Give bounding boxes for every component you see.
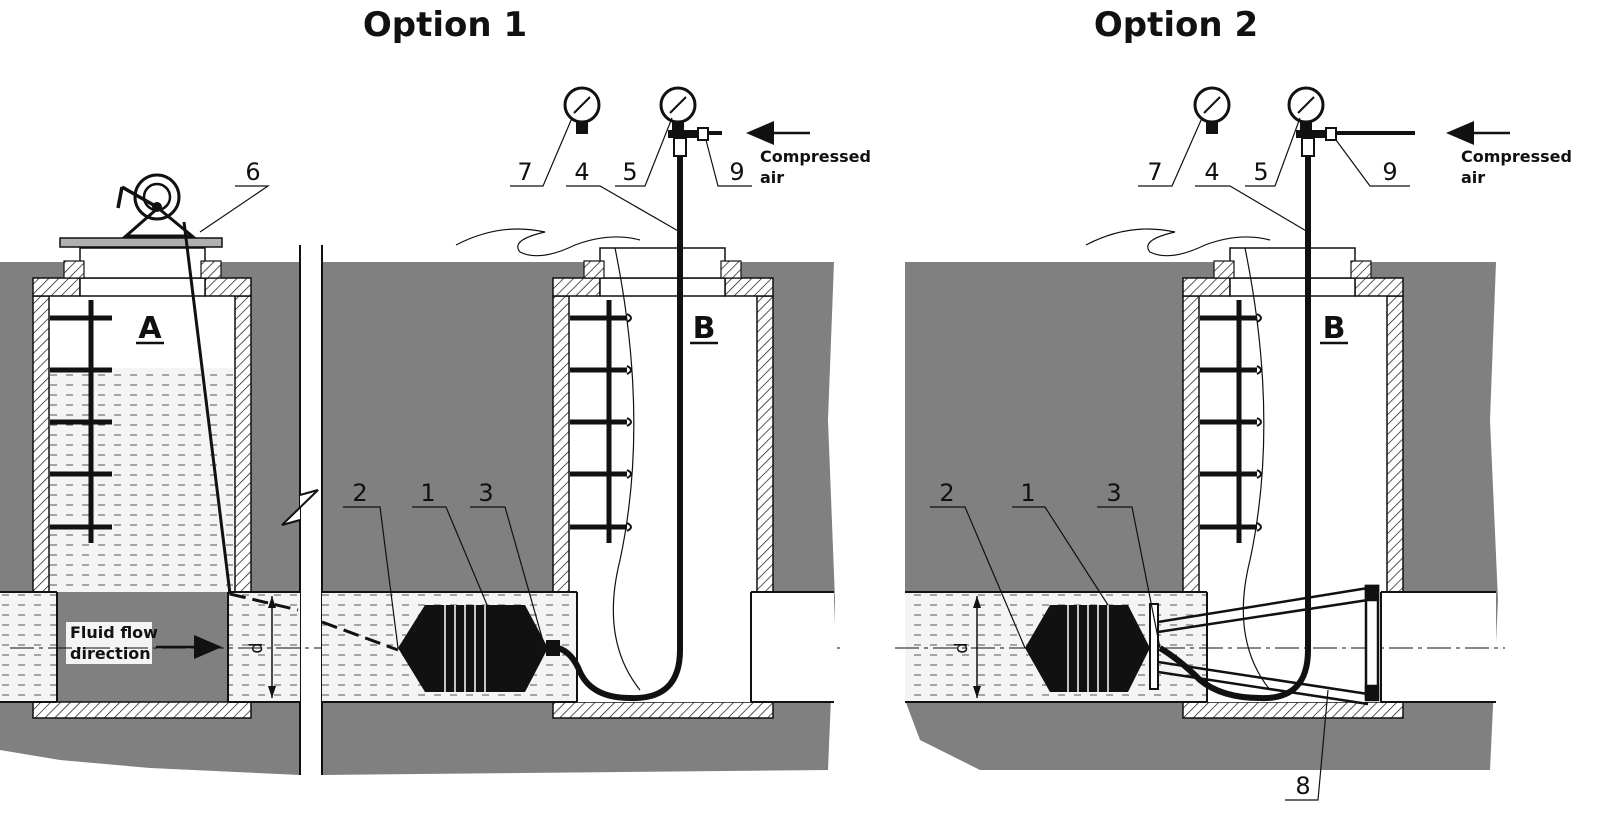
label-4-opt2: 4 [1204,158,1219,186]
well-a: A [32,247,252,719]
air-label-1: air [760,168,784,187]
pressure-gauge-7-1 [563,86,601,134]
pressure-gauge-5-2 [1287,86,1325,134]
ladder-b [570,300,632,543]
well-b: B [552,247,774,719]
air-hose-2 [1158,145,1311,702]
smoke-2 [1085,228,1271,257]
leaders-1 [199,117,752,649]
diameter-label-2: d [951,642,972,653]
pneumatic-plug-2 [1025,603,1159,692]
label-9-opt2: 9 [1382,158,1397,186]
valve-9-2 [1296,127,1415,157]
compressed-label-1: Compressed [760,147,871,166]
pressure-gauge-5-1 [659,86,697,134]
label-3-opt1: 3 [478,479,493,507]
option-1-title: Option 1 [363,5,527,45]
pneumatic-plug-1 [398,605,560,692]
label-6-opt1: 6 [245,158,260,186]
tow-rope [229,592,299,612]
pipe-b-outlet-2 [1381,592,1496,702]
air-hose-1 [556,145,683,702]
well-b-label-2: B [1323,311,1346,346]
pressure-gauge-7-2 [1193,86,1231,134]
label-2-opt2: 2 [939,479,954,507]
pipe-b-outlet-1 [751,592,834,702]
air-label-2: air [1461,168,1485,187]
pipe-a-outlet [228,592,300,702]
break-zigzag [281,489,319,526]
pipe-upstream [0,592,57,702]
option-2-panel: B d [895,86,1572,801]
label-1-opt1: 1 [420,479,435,507]
flow-arrow-head [194,635,222,659]
option-1-panel: A Fluid flow direction d [0,86,871,775]
well-a-label: A [138,311,162,346]
well-b-label-1: B [693,311,716,346]
label-7-opt1: 7 [517,158,532,186]
fluid-flow-label: Fluid flow [70,623,158,642]
ladder-b-2 [1200,300,1262,543]
winch [59,173,223,248]
ladder-a [50,300,112,543]
valve-9-1 [668,127,722,157]
retaining-frame-8 [1157,584,1380,706]
label-7-opt2: 7 [1147,158,1162,186]
label-4-opt1: 4 [574,158,589,186]
leaders-2 [930,117,1410,801]
label-9-opt1: 9 [729,158,744,186]
label-1-opt2: 1 [1020,479,1035,507]
label-2-opt1: 2 [352,479,367,507]
compressed-label-2: Compressed [1461,147,1572,166]
label-8-opt2: 8 [1295,772,1310,800]
smoke-1 [455,228,641,257]
direction-label: direction [70,644,151,663]
winch-cable [182,221,232,595]
option-2-title: Option 2 [1094,5,1258,45]
label-3-opt2: 3 [1106,479,1121,507]
label-5-opt2: 5 [1253,158,1268,186]
label-5-opt1: 5 [622,158,637,186]
